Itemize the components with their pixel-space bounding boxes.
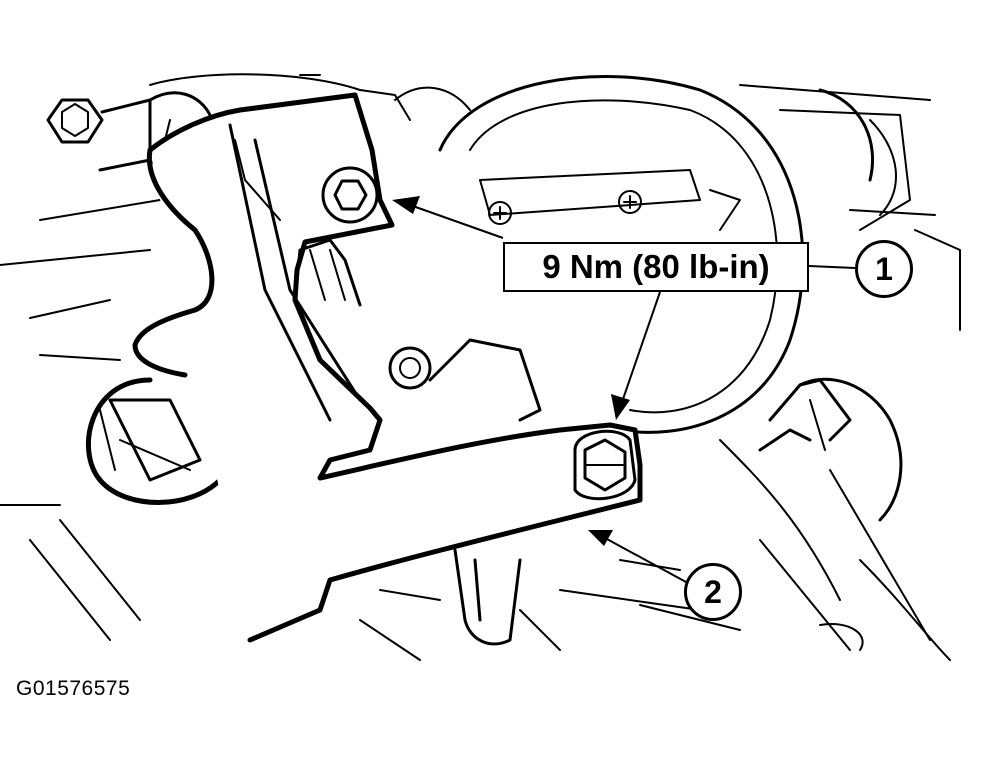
throttle-bracket <box>132 92 643 643</box>
callout-1: 1 <box>855 240 913 298</box>
leader-lines <box>392 196 856 583</box>
wire-harness <box>758 377 903 522</box>
figure-id: G01576575 <box>16 677 131 700</box>
engine-background-lines <box>0 73 961 661</box>
vacuum-line <box>453 548 522 646</box>
lower-hex-bolt <box>573 429 637 501</box>
torque-spec-label: 9 Nm (80 lb-in) <box>503 242 809 292</box>
throttle-body <box>388 75 875 434</box>
upper-hex-bolt <box>321 166 379 224</box>
callout-2: 2 <box>684 563 742 621</box>
